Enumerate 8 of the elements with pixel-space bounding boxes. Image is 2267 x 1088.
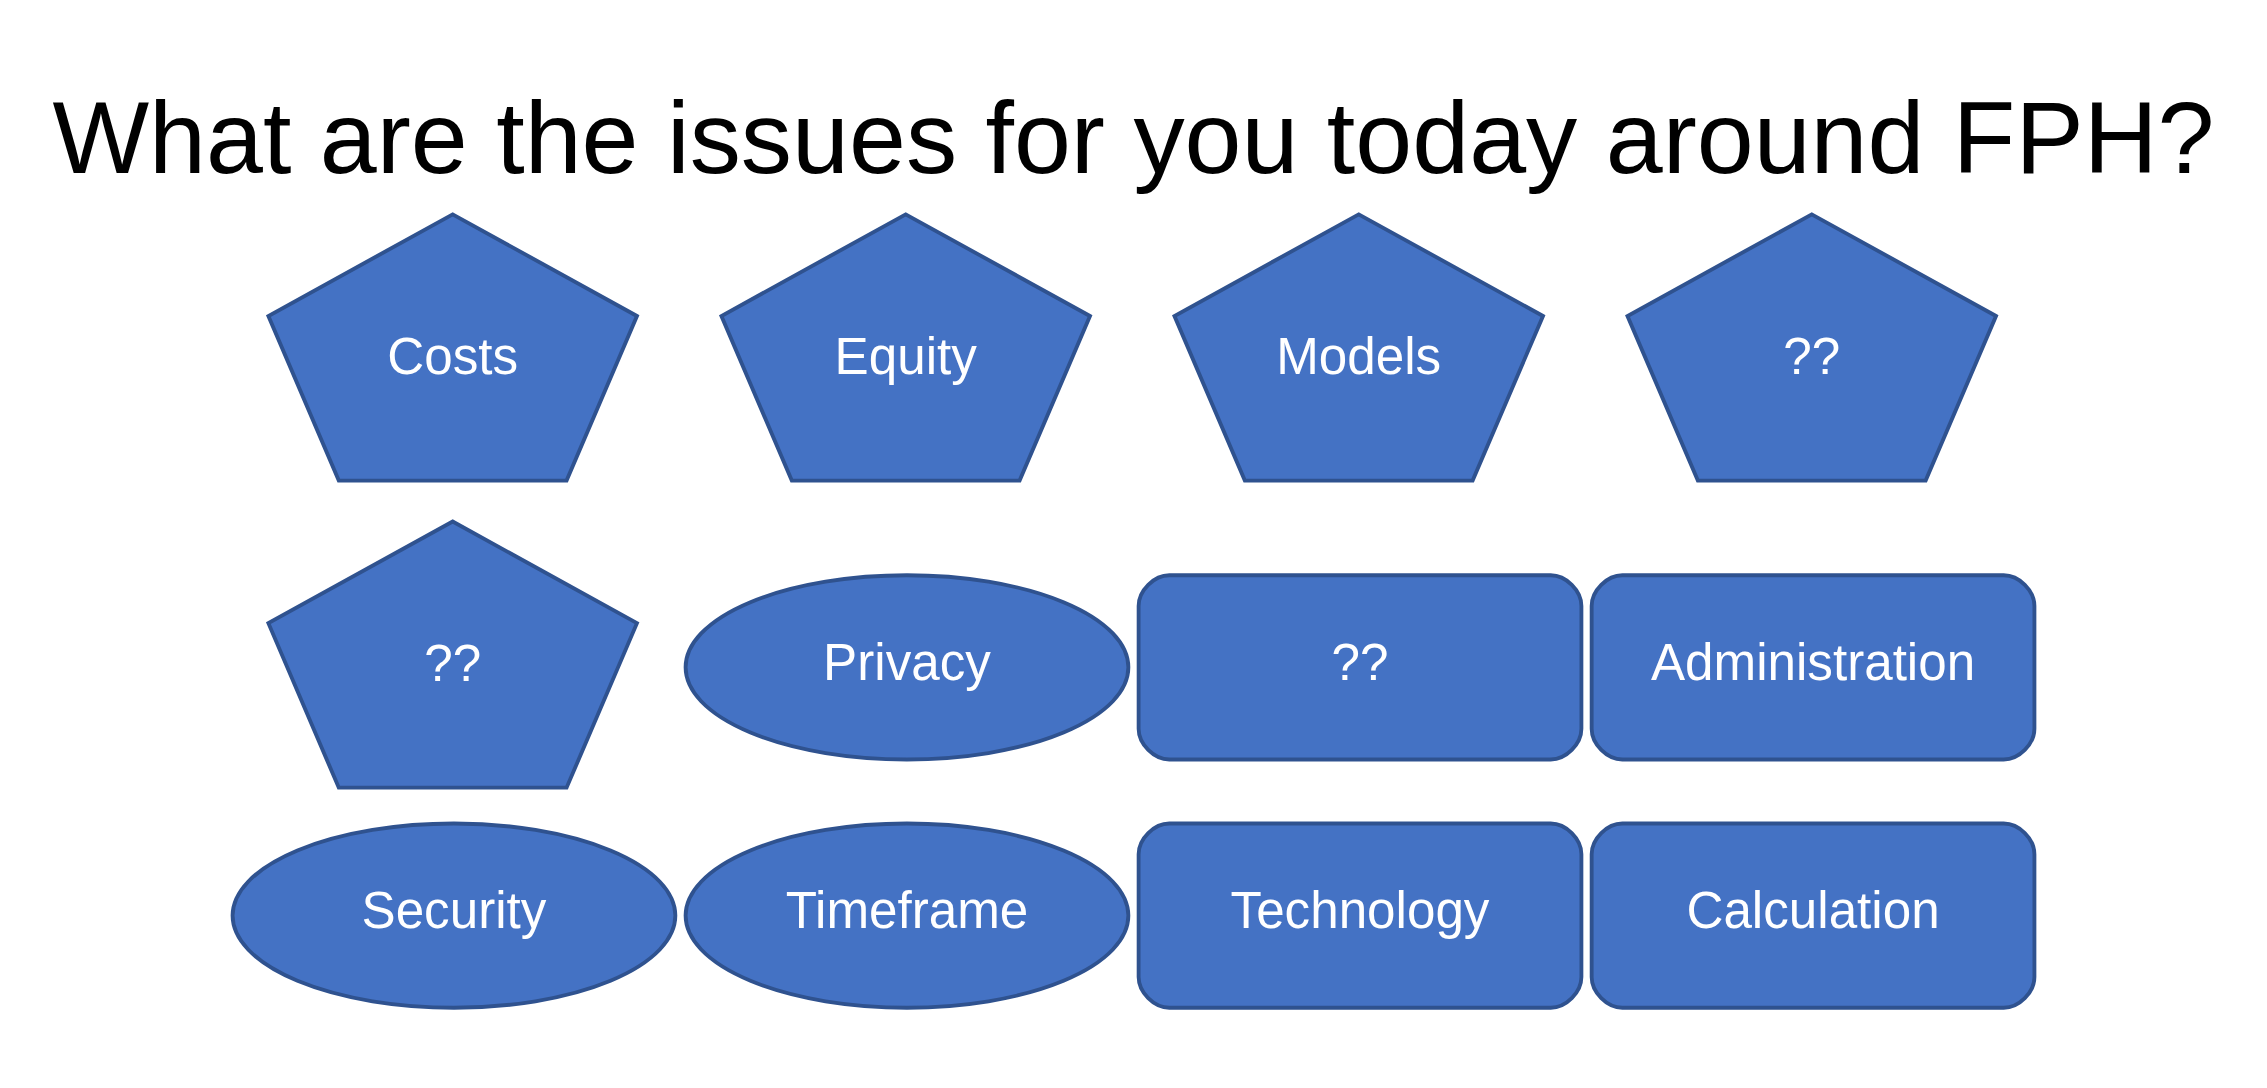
node-ellipse: Privacy xyxy=(683,572,1131,761)
node-ellipse: Security xyxy=(230,821,678,1010)
diagram-title: What are the issues for you today around FPH? xyxy=(52,79,2215,195)
node-box: Technology xyxy=(1136,821,1584,1010)
node-box: Calculation xyxy=(1589,821,2037,1010)
node-box: Administration xyxy=(1589,572,2037,761)
node-box: ?? xyxy=(1136,572,1584,761)
node-ellipse: Timeframe xyxy=(683,821,1131,1010)
